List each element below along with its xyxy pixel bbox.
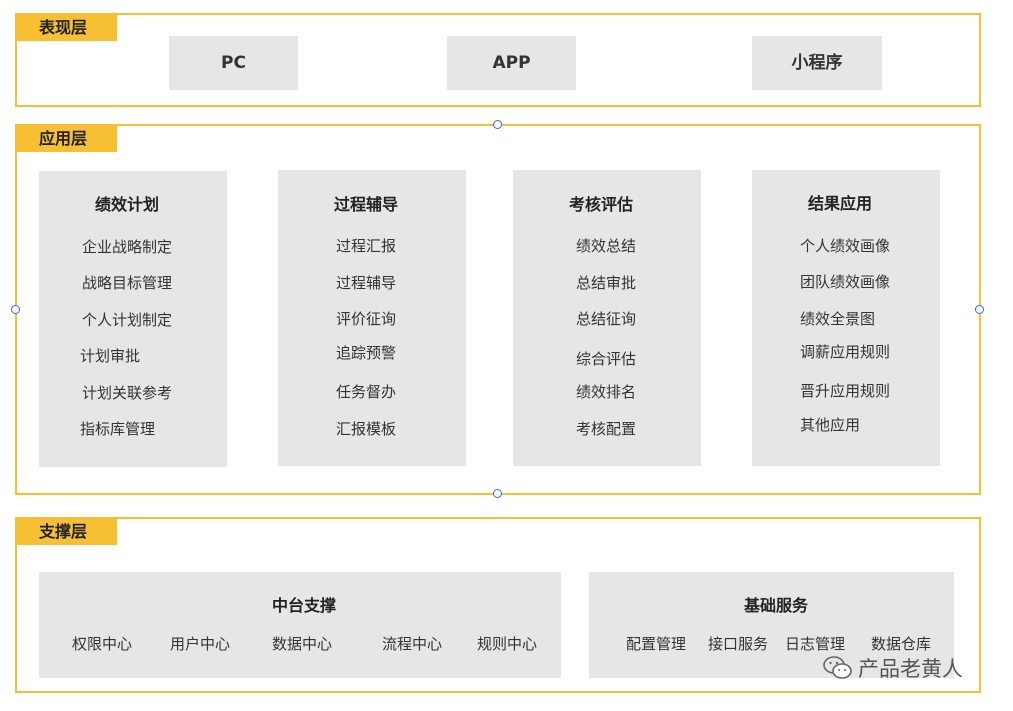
list-item: 追踪预警: [336, 344, 397, 362]
column-title: 过程辅导: [334, 195, 399, 214]
support-layer-tag: 支撑层: [17, 519, 117, 545]
support-layer: 支撑层: [15, 517, 981, 693]
column-title: 绩效计划: [95, 195, 160, 214]
list-item: 配置管理: [626, 635, 687, 653]
basic-service-title: 基础服务: [744, 596, 809, 615]
middle-platform-title: 中台支撑: [272, 596, 337, 615]
list-item: 指标库管理: [80, 420, 156, 438]
wechat-icon: [823, 656, 852, 679]
list-item: 数据中心: [272, 635, 333, 653]
list-item: 任务督办: [336, 383, 397, 401]
column-title: 考核评估: [569, 195, 634, 214]
selection-handle-bottom[interactable]: [493, 489, 502, 498]
column-performance-plan: [39, 171, 227, 467]
list-item: 权限中心: [72, 635, 133, 653]
list-item: 接口服务: [708, 635, 769, 653]
list-item: 绩效总结: [576, 237, 637, 255]
application-layer-tag: 应用层: [17, 126, 117, 152]
list-item: 用户中心: [170, 635, 231, 653]
list-item: 数据仓库: [871, 635, 932, 653]
column-assessment: [513, 170, 701, 466]
list-item: 汇报模板: [336, 420, 397, 438]
column-result-application: [752, 170, 940, 466]
pc-box: PC: [169, 36, 298, 90]
mini-program-box: 小程序: [752, 36, 882, 90]
list-item: 规则中心: [477, 635, 538, 653]
list-item: 计划审批: [80, 347, 141, 365]
selection-handle-left[interactable]: [11, 305, 20, 314]
list-item: 日志管理: [785, 635, 846, 653]
list-item: 评价征询: [336, 310, 397, 328]
middle-platform-box: [39, 572, 561, 678]
list-item: 企业战略制定: [82, 238, 173, 256]
list-item: 调薪应用规则: [800, 343, 891, 361]
basic-service-box: [589, 572, 954, 678]
list-item: 团队绩效画像: [800, 273, 891, 291]
presentation-layer-tag: 表现层: [17, 15, 117, 41]
list-item: 战略目标管理: [82, 274, 173, 292]
list-item: 过程辅导: [336, 274, 397, 292]
column-process-coaching: [278, 170, 466, 466]
column-title: 结果应用: [808, 194, 873, 213]
selection-handle-top[interactable]: [493, 120, 502, 129]
list-item: 总结审批: [576, 274, 637, 292]
app-box: APP: [447, 36, 576, 90]
presentation-layer: 表现层: [15, 13, 981, 107]
list-item: 过程汇报: [336, 237, 397, 255]
list-item: 晋升应用规则: [800, 382, 891, 400]
list-item: 流程中心: [382, 635, 443, 653]
list-item: 绩效全景图: [800, 310, 876, 328]
list-item: 其他应用: [800, 416, 861, 434]
list-item: 考核配置: [576, 420, 637, 438]
list-item: 计划关联参考: [82, 384, 173, 402]
watermark-text: 产品老黄人: [858, 657, 963, 681]
list-item: 绩效排名: [576, 383, 637, 401]
list-item: 总结征询: [576, 310, 637, 328]
list-item: 综合评估: [576, 350, 637, 368]
list-item: 个人绩效画像: [800, 237, 891, 255]
list-item: 个人计划制定: [82, 311, 173, 329]
selection-handle-right[interactable]: [975, 305, 984, 314]
